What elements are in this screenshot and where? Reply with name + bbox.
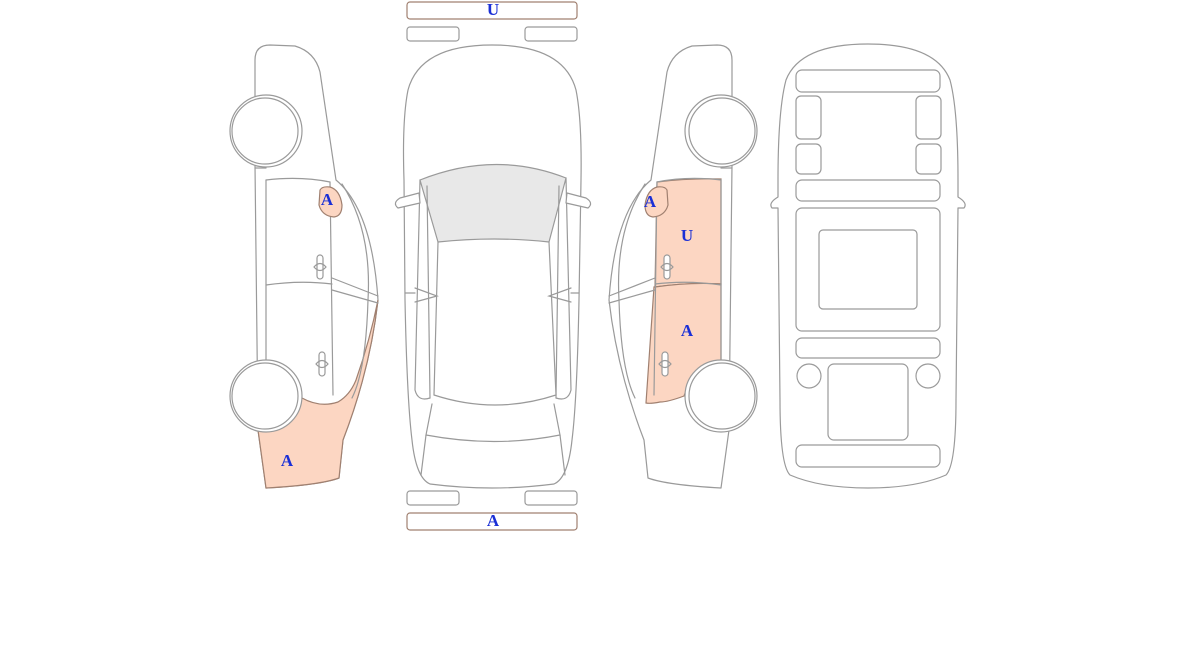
underbody-front-panel[interactable] xyxy=(795,69,941,93)
underbody-floor-center[interactable] xyxy=(818,229,918,310)
right-mirror-code: A xyxy=(644,192,657,211)
right-front-wheel[interactable] xyxy=(688,97,756,165)
underbody-left-apron[interactable] xyxy=(795,143,822,175)
underbody-front-right-member[interactable] xyxy=(915,95,942,140)
left-front-door-handle xyxy=(316,254,324,280)
left-rear-door-handle xyxy=(318,351,326,377)
underbody-rear-crossmember[interactable] xyxy=(795,337,941,359)
underbody-trunk-floor[interactable] xyxy=(827,363,909,441)
right-side-view: A U A xyxy=(608,44,758,489)
left-rear-quarter-code: A xyxy=(281,451,294,470)
underbody-right-apron[interactable] xyxy=(915,143,942,175)
right-mirror[interactable]: A xyxy=(644,186,669,218)
rear-bumper-code: A xyxy=(487,511,500,530)
top-body[interactable] xyxy=(402,44,582,489)
rear-left-light[interactable] xyxy=(406,490,460,506)
right-front-door-code: U xyxy=(681,226,693,245)
left-side-view: A A xyxy=(229,44,379,489)
front-left-light[interactable] xyxy=(406,26,460,42)
front-right-light[interactable] xyxy=(524,26,578,42)
right-rear-door-handle xyxy=(661,351,669,377)
underbody-rear-right-mount[interactable] xyxy=(915,363,941,389)
right-rear-wheel[interactable] xyxy=(688,362,756,430)
left-rear-wheel[interactable] xyxy=(231,362,299,430)
top-left-mirror[interactable] xyxy=(394,192,421,209)
underbody-rear-panel[interactable] xyxy=(795,444,941,468)
left-mirror[interactable]: A xyxy=(318,186,343,218)
rear-right-light[interactable] xyxy=(524,490,578,506)
right-front-door-handle xyxy=(663,254,671,280)
underbody-front-left-member[interactable] xyxy=(795,95,822,140)
top-right-mirror[interactable] xyxy=(565,192,592,209)
top-view xyxy=(394,44,592,489)
front-bumper[interactable]: U xyxy=(406,0,578,20)
rear-bumper[interactable]: A xyxy=(406,511,578,531)
left-mirror-code: A xyxy=(321,190,334,209)
underbody-view xyxy=(770,43,966,489)
left-front-wheel[interactable] xyxy=(231,97,299,165)
underbody-rear-left-mount[interactable] xyxy=(796,363,822,389)
windshield[interactable] xyxy=(419,163,567,243)
underbody-dash-panel[interactable] xyxy=(795,179,941,202)
front-bumper-code: U xyxy=(487,0,499,19)
right-rear-door-code: A xyxy=(681,321,694,340)
